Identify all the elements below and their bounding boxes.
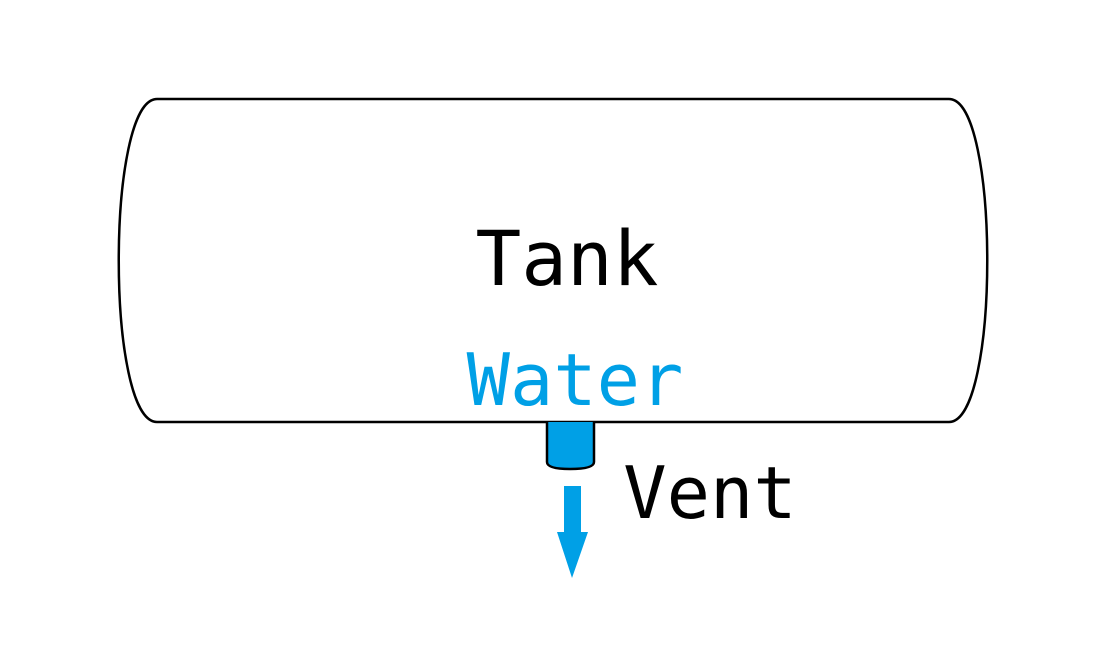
vent-label: Vent xyxy=(623,451,796,535)
vent-nozzle xyxy=(545,422,596,471)
tank-vessel xyxy=(117,97,989,424)
vent-flow-arrow-icon xyxy=(557,486,588,578)
fluid-label: Water xyxy=(467,338,684,422)
tank-label: Tank xyxy=(475,214,658,303)
